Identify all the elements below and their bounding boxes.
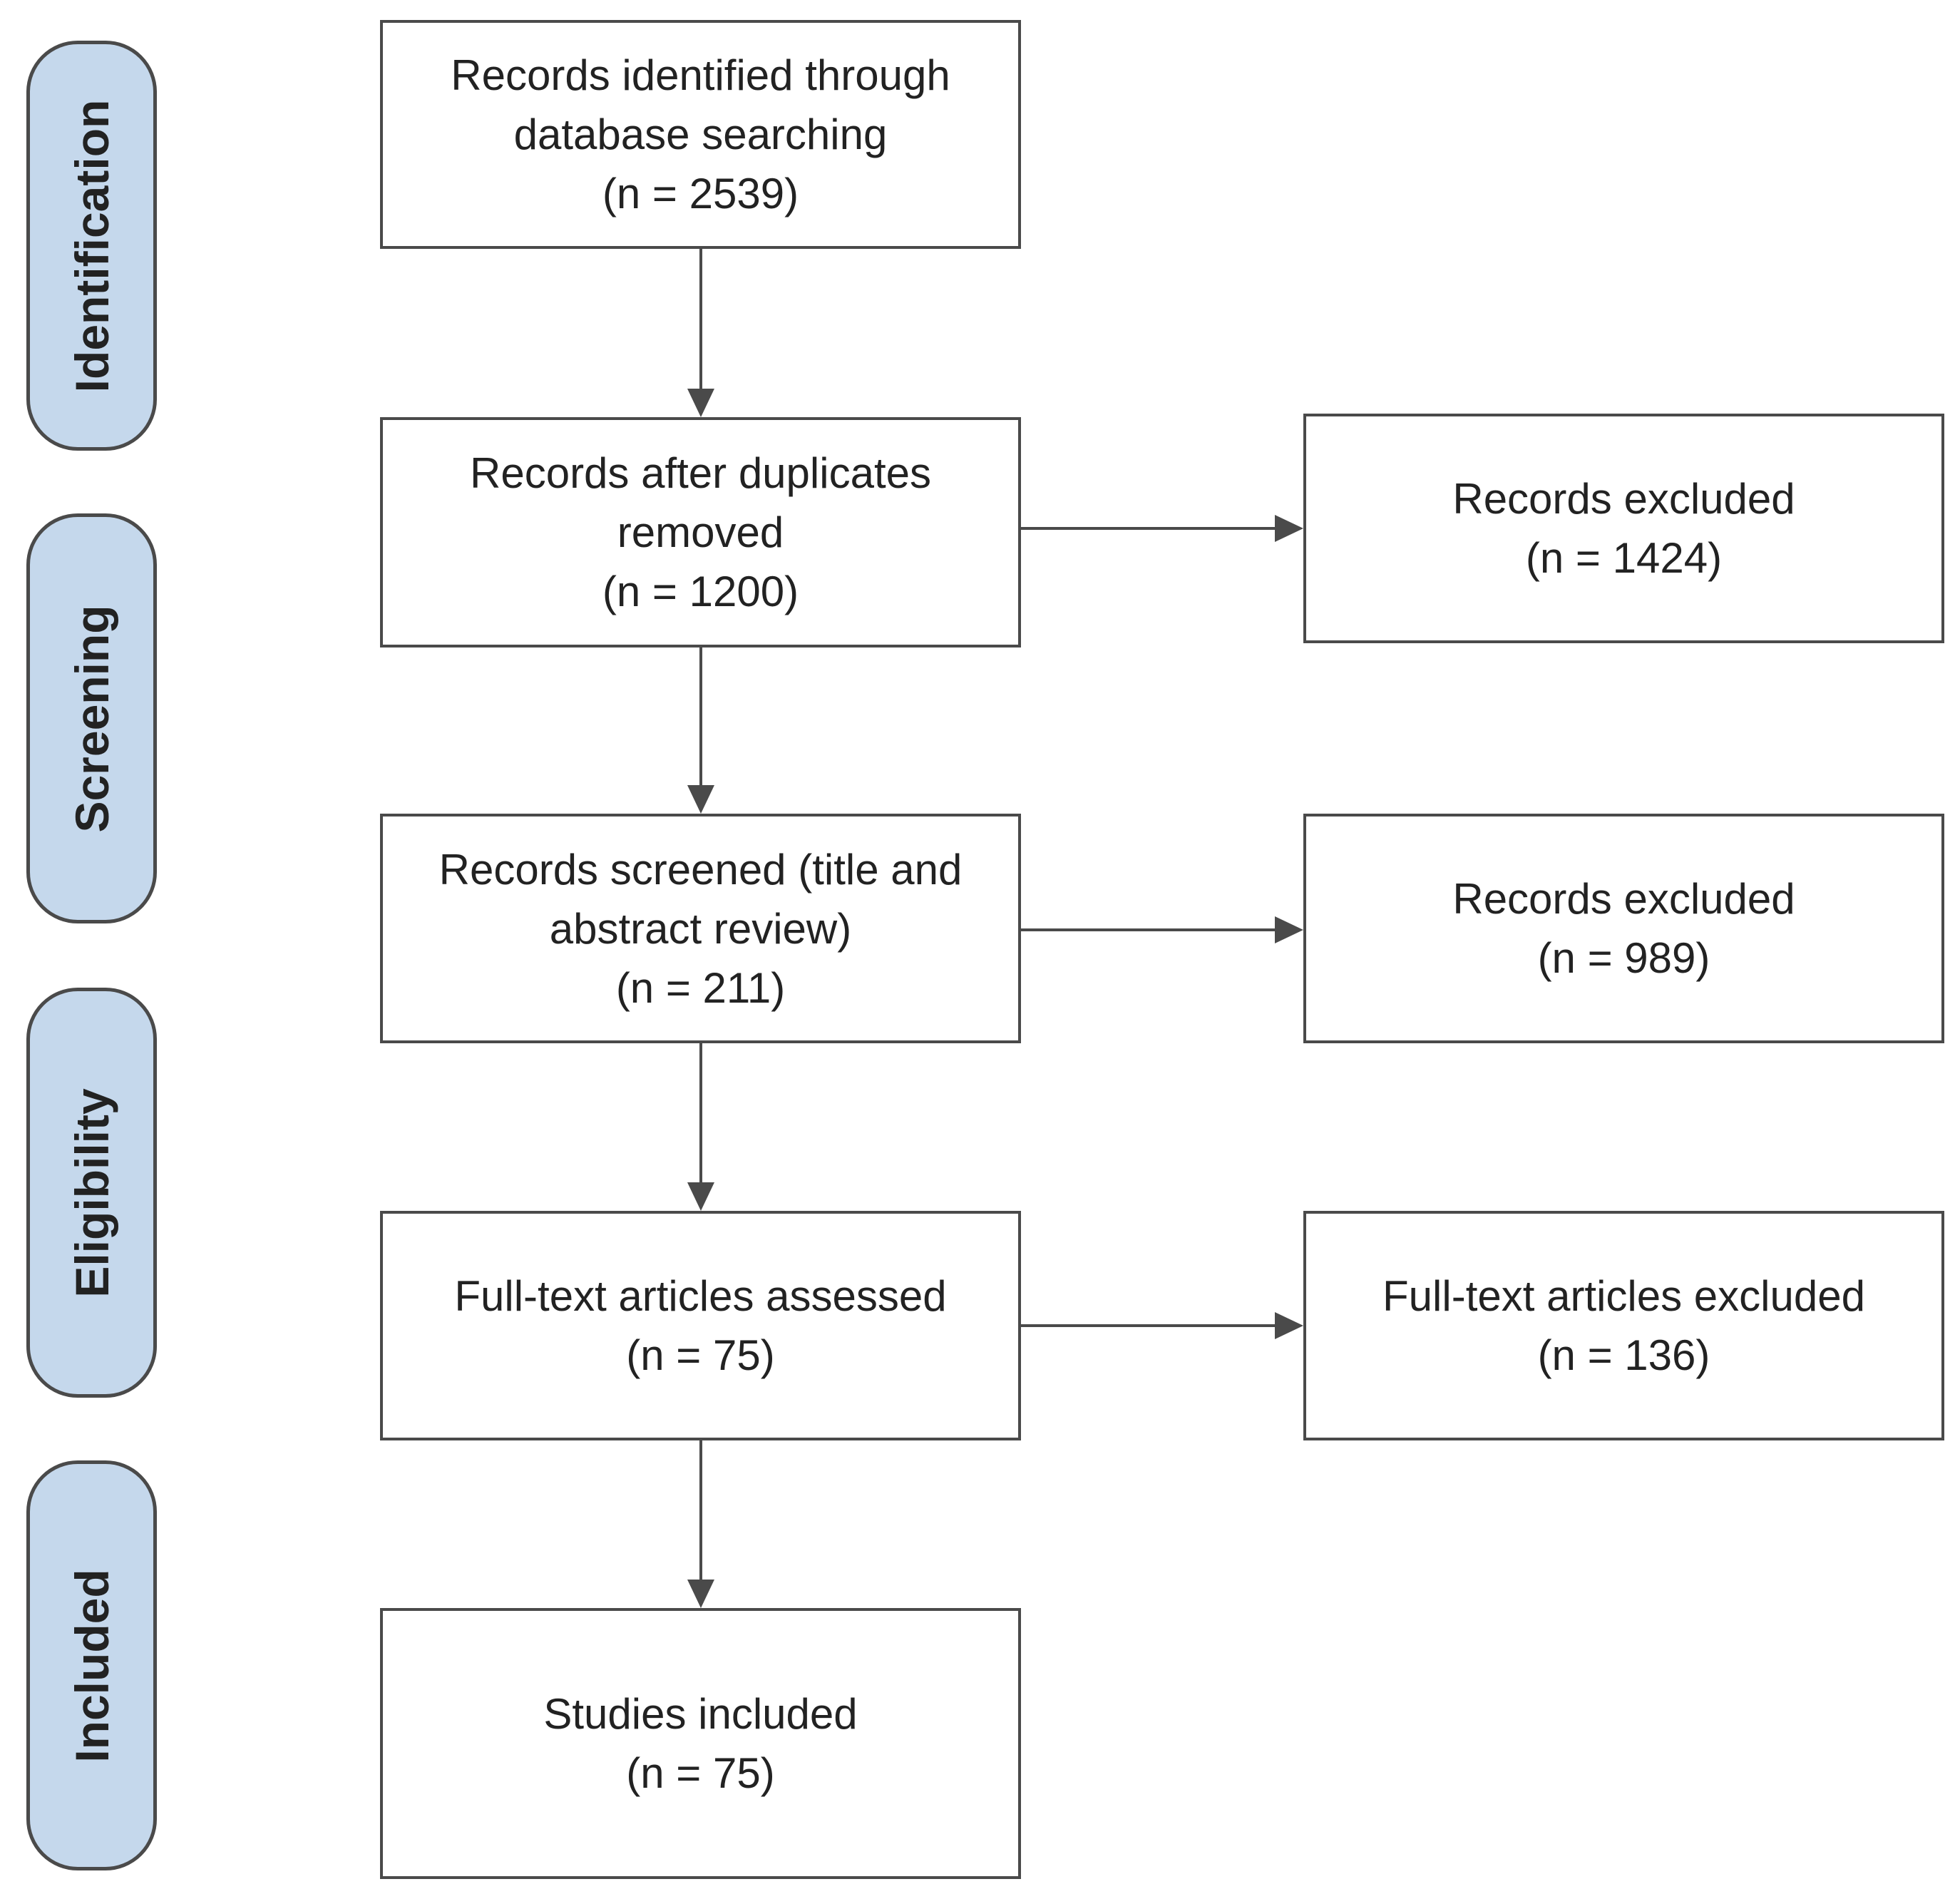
studies-included-line-1: Studies included xyxy=(543,1690,858,1738)
studies-included-count: (n = 75) xyxy=(626,1749,775,1797)
arrowhead-down-3 xyxy=(687,1182,714,1211)
records-screened-line-1: Records screened (title and xyxy=(438,845,963,894)
stage-label-eligibility: Eligibility xyxy=(26,988,157,1398)
records-excluded-1-count: (n = 1424) xyxy=(1525,534,1723,582)
records-screened-line-2: abstract review) xyxy=(549,904,852,953)
full-text-excluded-line-1: Full-text articles excluded xyxy=(1382,1272,1865,1320)
arrowhead-down-4 xyxy=(687,1580,714,1608)
stage-label-identification: Identification xyxy=(26,41,157,451)
full-text-excluded-count: (n = 136) xyxy=(1537,1331,1710,1379)
records-after-duplicates-line-1: Records after duplicates xyxy=(470,449,931,497)
full-text-excluded-box: Full-text articles excluded (n = 136) xyxy=(1303,1211,1944,1440)
records-excluded-2-count: (n = 989) xyxy=(1537,934,1710,982)
stage-label-identification-text: Identification xyxy=(65,99,118,392)
records-after-duplicates-line-2: removed xyxy=(617,508,784,556)
arrowhead-right-1 xyxy=(1275,515,1303,542)
records-excluded-2-line-1: Records excluded xyxy=(1452,875,1795,923)
records-identified-count: (n = 2539) xyxy=(602,170,799,217)
stage-label-eligibility-text: Eligibility xyxy=(65,1087,118,1298)
studies-included-box: Studies included (n = 75) xyxy=(380,1608,1021,1879)
arrowhead-down-2 xyxy=(687,785,714,814)
records-excluded-1-line-1: Records excluded xyxy=(1452,475,1795,523)
records-after-duplicates-box: Records after duplicates removed (n = 12… xyxy=(380,417,1021,647)
arrowhead-right-3 xyxy=(1275,1312,1303,1339)
records-screened-box: Records screened (title and abstract rev… xyxy=(380,814,1021,1043)
records-excluded-box-2: Records excluded (n = 989) xyxy=(1303,814,1944,1043)
arrowhead-right-2 xyxy=(1275,916,1303,943)
records-identified-box: Records identified through database sear… xyxy=(380,20,1021,249)
records-screened-count: (n = 211) xyxy=(615,963,786,1012)
records-identified-line-2: database searching xyxy=(513,111,888,158)
stage-label-included: Included xyxy=(26,1460,157,1870)
full-text-assessed-line-1: Full-text articles assessed xyxy=(454,1272,947,1320)
records-after-duplicates-count: (n = 1200) xyxy=(602,568,799,615)
stage-label-screening-text: Screening xyxy=(65,604,118,833)
full-text-assessed-count: (n = 75) xyxy=(626,1331,775,1379)
records-excluded-box-1: Records excluded (n = 1424) xyxy=(1303,414,1944,643)
records-identified-line-1: Records identified through xyxy=(451,51,950,99)
stage-label-screening: Screening xyxy=(26,513,157,923)
arrowhead-down-1 xyxy=(687,389,714,417)
stage-label-included-text: Included xyxy=(65,1568,118,1763)
full-text-assessed-box: Full-text articles assessed (n = 75) xyxy=(380,1211,1021,1440)
